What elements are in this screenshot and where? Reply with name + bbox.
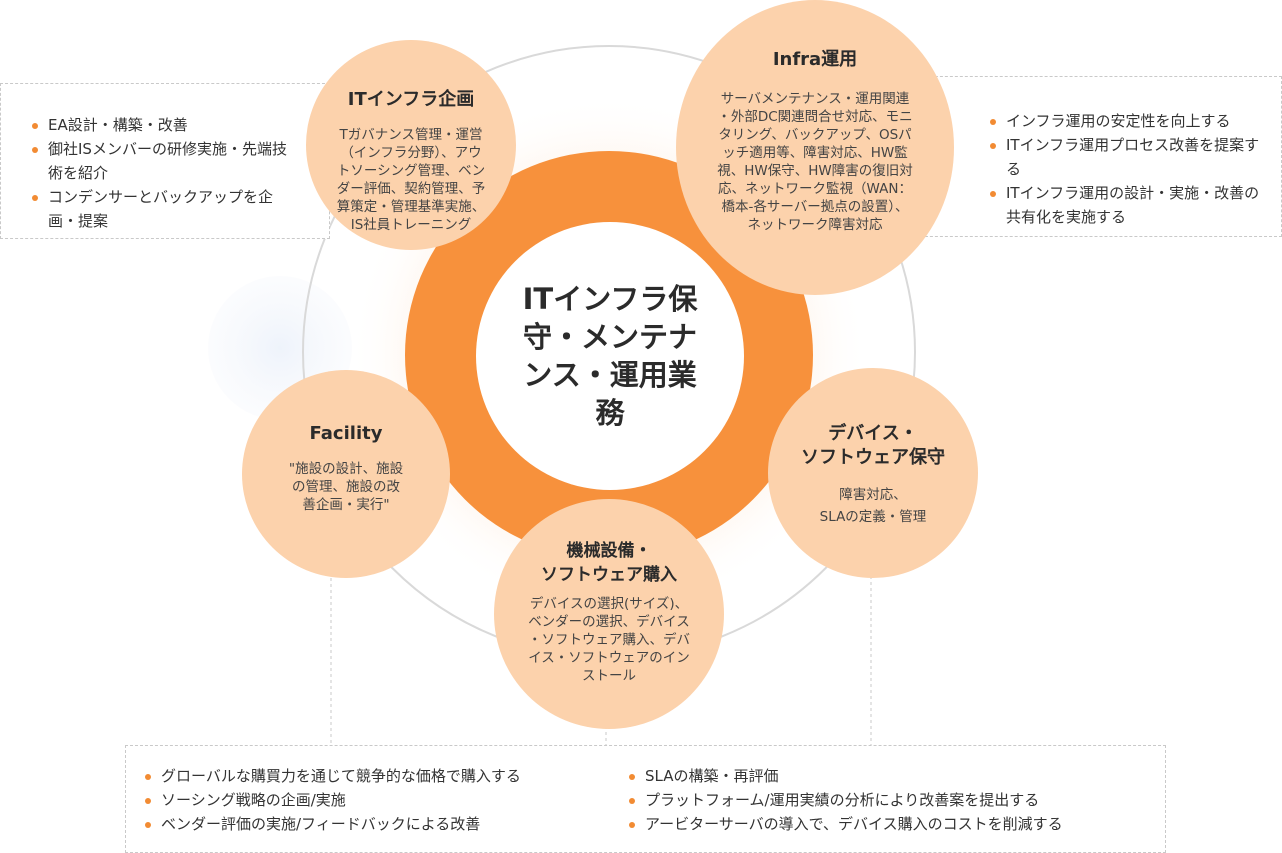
center-circle: ITインフラ保 守・メンテナ ンス・運用業 務 — [476, 222, 744, 490]
list-item: インフラ運用の安定性を向上する — [990, 109, 1262, 133]
node-equipment-software-purchase: 機械設備・ ソフトウェア購入 デバイスの選択(サイズ)、 ベンダーの選択、デバイ… — [494, 499, 724, 729]
node-description: デバイスの選択(サイズ)、 ベンダーの選択、デバイス ・ソフトウェア購入、デバ … — [528, 596, 690, 684]
operation-details-box: インフラ運用の安定性を向上する ITインフラ運用プロセス改善を提案する ITイン… — [900, 76, 1282, 237]
planning-details-box: EA設計・構築・改善 御社ISメンバーの研修実施・先端技術を紹介 コンデンサーと… — [0, 83, 330, 239]
node-description: 障害対応、 SLAの定義・管理 — [819, 487, 927, 525]
node-title: Infra運用 — [772, 49, 858, 70]
node-title: ITインフラ企画 — [347, 89, 475, 110]
node-description: サーバメンテナンス・運用関連 ・外部DC関連問合せ対応、モニ タリング、バックア… — [717, 91, 913, 233]
node-device-software-maintenance: デバイス・ ソフトウェア保守 障害対応、 SLAの定義・管理 — [768, 368, 978, 578]
node-facility: Facility "施設の設計、施設 の管理、施設の改 善企画・実行" — [242, 370, 450, 578]
purchase-details-list: グローバルな購買力を通じて競争的な価格で購入する ソーシング戦略の企画/実施 ベ… — [145, 764, 615, 836]
list-item: ソーシング戦略の企画/実施 — [145, 788, 615, 812]
node-it-infra-planning: ITインフラ企画 Tガバナンス管理・運営 （インフラ分野）、アウ トソーシング管… — [306, 40, 516, 250]
list-item: ITインフラ運用プロセス改善を提案する — [990, 133, 1262, 181]
node-title: デバイス・ ソフトウェア保守 — [801, 423, 945, 468]
list-item: ベンダー評価の実施/フィードバックによる改善 — [145, 812, 615, 836]
node-description: Tガバナンス管理・運営 （インフラ分野）、アウ トソーシング管理、ベン ダー評価… — [336, 127, 486, 233]
list-item: コンデンサーとバックアップを企画・提案 — [32, 185, 290, 233]
list-item: グローバルな購買力を通じて競争的な価格で購入する — [145, 764, 615, 788]
node-title: Facility — [309, 423, 383, 444]
list-item: ITインフラ運用の設計・実施・改善の共有化を実施する — [990, 181, 1262, 229]
maintenance-details-list: SLAの構築・再評価 プラットフォーム/運用実績の分析により改善案を提出する ア… — [629, 764, 1159, 836]
list-item: SLAの構築・再評価 — [629, 764, 1159, 788]
node-infra-operation: Infra運用 サーバメンテナンス・運用関連 ・外部DC関連問合せ対応、モニ タ… — [676, 0, 954, 295]
list-item: アービターサーバの導入で、デバイス購入のコストを削減する — [629, 812, 1159, 836]
list-item: EA設計・構築・改善 — [32, 113, 290, 137]
list-item: プラットフォーム/運用実績の分析により改善案を提出する — [629, 788, 1159, 812]
bottom-details-box: グローバルな購買力を通じて競争的な価格で購入する ソーシング戦略の企画/実施 ベ… — [125, 745, 1166, 853]
list-item: 御社ISメンバーの研修実施・先端技術を紹介 — [32, 137, 290, 185]
planning-details-list: EA設計・構築・改善 御社ISメンバーの研修実施・先端技術を紹介 コンデンサーと… — [32, 113, 290, 233]
node-title: 機械設備・ ソフトウェア購入 — [541, 541, 677, 585]
operation-details-list: インフラ運用の安定性を向上する ITインフラ運用プロセス改善を提案する ITイン… — [990, 109, 1262, 229]
node-description: "施設の設計、施設 の管理、施設の改 善企画・実行" — [288, 461, 404, 513]
center-title: ITインフラ保 守・メンテナ ンス・運用業 務 — [522, 282, 698, 430]
